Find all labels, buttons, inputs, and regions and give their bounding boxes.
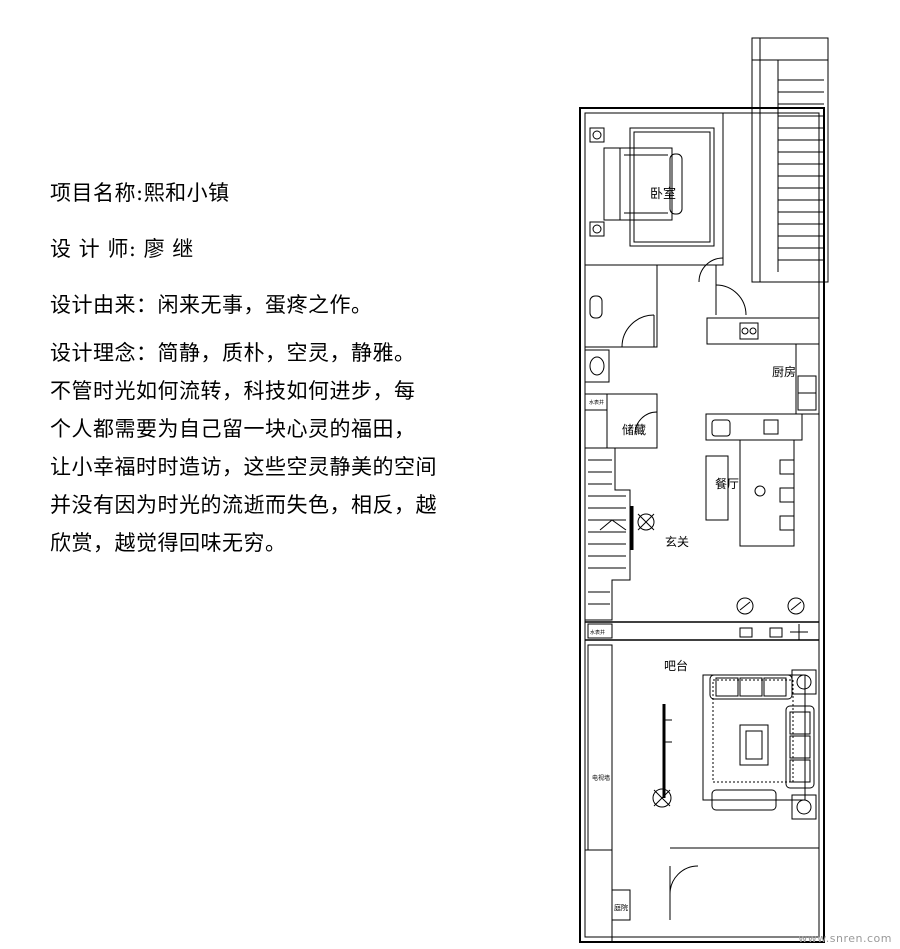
water-meter-box-2 [587, 623, 613, 639]
label-bedroom: 卧室 [650, 186, 676, 202]
toilet [589, 295, 603, 319]
bedroom-rug [629, 127, 715, 247]
label-kitchen: 厨房 [772, 364, 796, 379]
kitchen-side-counter [795, 343, 820, 415]
label-entrance: 玄关 [665, 534, 689, 549]
project-name: 项目名称:熙和小镇 [50, 181, 230, 205]
round-stool-1 [736, 597, 754, 615]
label-yard: 庭院 [614, 903, 628, 912]
description-text: 项目名称:熙和小镇 设 计 师: 廖 继 设计由来：闲来无事，蛋疼之作。 设计理… [50, 174, 520, 562]
bar-stool-3 [779, 515, 795, 531]
bar-stool-1 [779, 459, 795, 475]
sofa-side [785, 705, 815, 789]
label-tv-wall: 电视墙 [592, 774, 610, 782]
design-origin: 设计由来：闲来无事，蛋疼之作。 [50, 293, 373, 317]
bar-stool-2 [779, 487, 795, 503]
bed [603, 147, 673, 221]
watermark: www.snren.com [798, 932, 892, 945]
label-water-meter-2: 水表井 [590, 629, 605, 636]
living-plant [652, 788, 672, 808]
bedroom-door [698, 257, 724, 283]
bathroom-door [621, 314, 655, 348]
bathroom [584, 264, 658, 348]
storage-room [606, 393, 658, 449]
label-dining: 餐厅 [715, 476, 739, 491]
concept-line-5: 并没有因为时光的流逝而失色，相反，越 [50, 493, 437, 517]
concept-line-1: 设计理念：简静，质朴，空灵，静雅。 [50, 341, 416, 365]
wall-cabinet [587, 644, 613, 851]
label-bar: 吧台 [664, 658, 688, 673]
concept-line-4: 让小幸福时时造访，这些空灵静美的空间 [50, 455, 437, 479]
floor-plan: 卧室 厨房 储藏 餐厅 玄关 吧台 水表井 水表井 电视墙 庭院 [560, 20, 900, 949]
balcony-stairs [777, 60, 824, 272]
sofa-top [709, 674, 793, 700]
nightstand-1 [589, 127, 605, 143]
staircase [585, 447, 631, 621]
stove-2 [763, 419, 779, 435]
balcony-door [715, 284, 747, 316]
sofa-bottom [711, 789, 777, 811]
concept-line-2: 不管时光如何流转，科技如何进步，每 [50, 379, 416, 403]
dining-sideboard [705, 455, 729, 521]
entrance-plant [637, 513, 655, 531]
balcony [751, 37, 829, 283]
outer-wall [579, 107, 825, 943]
stove-1 [739, 322, 759, 340]
floor-plan-drawing: 卧室 厨房 储藏 餐厅 玄关 吧台 水表井 水表井 电视墙 庭院 [579, 37, 829, 943]
inner-wall-line [584, 112, 820, 938]
yard-bench [611, 889, 631, 921]
designer-name: 设 计 师: 廖 继 [50, 237, 194, 261]
label-storage: 储藏 [622, 422, 646, 437]
wash-basin [584, 349, 610, 383]
nightstand-2 [589, 221, 605, 237]
kitchen-counter [706, 317, 820, 345]
concept-line-3: 个人都需要为自己留一块心灵的福田， [50, 417, 416, 441]
coffee-table [739, 724, 769, 766]
side-table-1 [791, 669, 817, 695]
sink [711, 419, 731, 437]
label-water-meter-1: 水表井 [589, 399, 604, 406]
side-table-2 [791, 794, 817, 820]
round-stool-2 [787, 597, 805, 615]
yard-door [669, 865, 699, 895]
concept-line-6: 欣赏，越觉得回味无穷。 [50, 531, 287, 555]
